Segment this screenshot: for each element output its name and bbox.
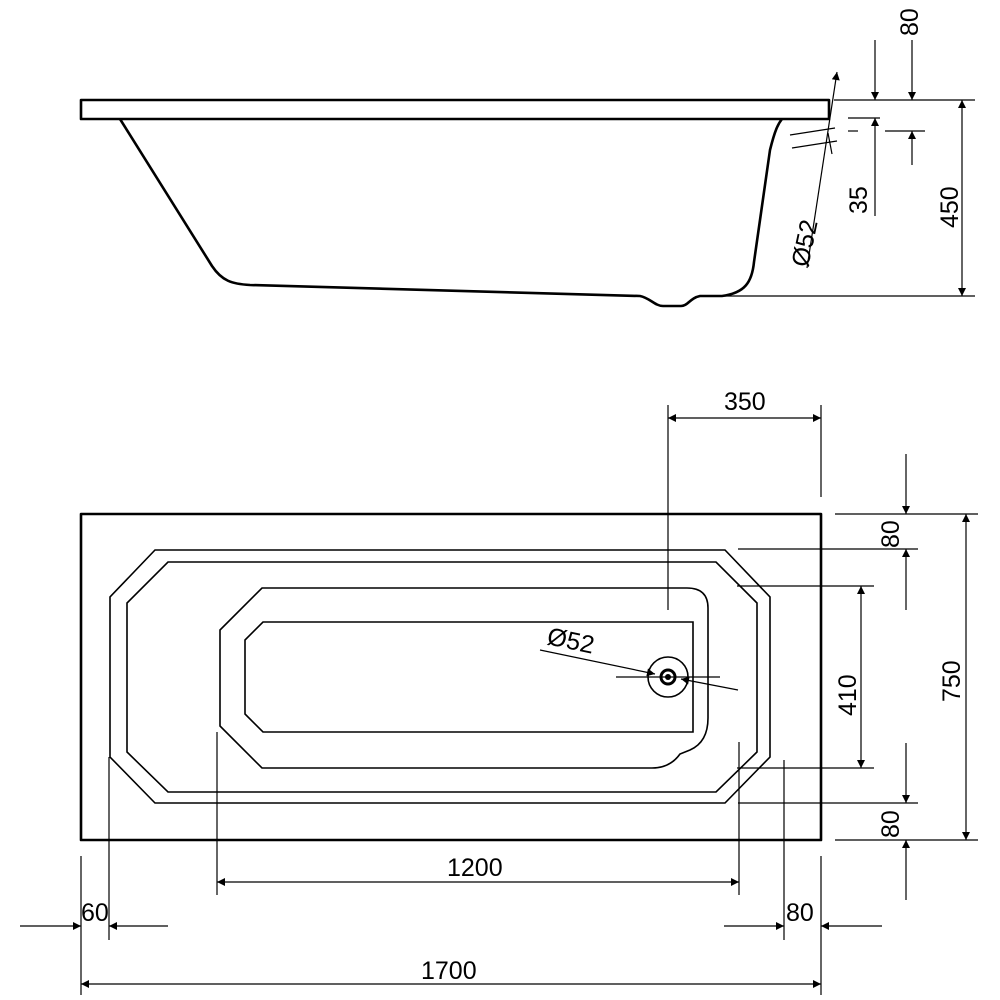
top-basin-edge: [126, 561, 758, 793]
side-dim-35: 35: [845, 186, 873, 214]
side-tub-body: [118, 118, 784, 308]
side-dim-450: 450: [936, 186, 964, 228]
top-dim-1200: 1200: [447, 854, 503, 882]
side-dim-80: 80: [896, 8, 924, 36]
top-floor-inner: [244, 621, 694, 733]
side-rim: [79, 98, 831, 121]
top-view: Ø52 350 80 410 750 80: [20, 388, 978, 995]
top-dim-750: 750: [938, 660, 966, 702]
top-dim-410: 410: [834, 674, 862, 716]
top-dim-1700: 1700: [421, 957, 477, 985]
overflow-line-top: [789, 127, 836, 136]
overflow-diameter-leader: [806, 71, 840, 269]
top-floor-outer: [219, 587, 709, 769]
top-dim-80-top: 80: [877, 520, 905, 548]
top-outer-rim: [79, 512, 823, 842]
top-dim-80-bottom: 80: [877, 810, 905, 838]
side-view: Ø52 80 35 450: [79, 8, 975, 308]
drain-diameter-leader: [539, 649, 656, 677]
side-overflow-diameter-label: Ø52: [786, 217, 823, 269]
top-dim-60: 60: [81, 899, 109, 927]
top-drain-diameter-label: Ø52: [545, 622, 597, 659]
top-dim-350: 350: [724, 388, 766, 416]
top-rim-inner-edge: [109, 549, 771, 804]
top-dim-80-right: 80: [786, 899, 814, 927]
overflow-tick: [827, 132, 833, 155]
